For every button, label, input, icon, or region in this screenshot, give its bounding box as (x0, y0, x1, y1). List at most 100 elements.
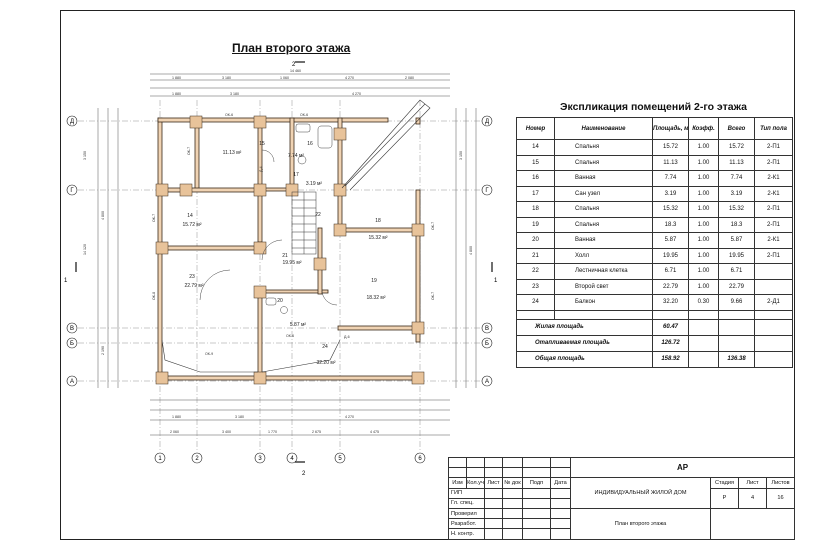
room-number: 14 (187, 213, 193, 219)
cell-floor (754, 263, 793, 280)
cell-coef: 1.00 (688, 247, 719, 264)
section-label: 2 (302, 471, 306, 477)
window-tag: ОК-6 (286, 334, 294, 338)
column-header: Всего (718, 117, 755, 140)
cell-name: Спальня (554, 139, 653, 156)
section-marks (75, 61, 493, 463)
dim-text: 1 880 (172, 76, 181, 80)
axis-bubble (66, 375, 78, 387)
section-label: 1 (494, 278, 498, 284)
total-row: Общая площадь 158.92 136.38 (516, 350, 793, 368)
dim-text: 1 060 (280, 76, 289, 80)
room-number: 17 (293, 172, 299, 178)
dim-text: 3 180 (222, 76, 231, 80)
cell-name: Ванная (554, 232, 653, 249)
table-row: 15 Спальня 11.13 1.00 11.13 2-П1 (516, 154, 793, 171)
cell-area: 15.72 (652, 139, 689, 156)
title-block: АР Изм Кол.уч Лист № док Подп Дата ИНДИВ… (448, 456, 795, 540)
cell-name: Второй свет (554, 278, 653, 295)
dim-text: 3 400 (222, 430, 231, 434)
axis-label: 4 (290, 456, 294, 462)
room-number-labels: 15 14 18 19 23 21 22 16 20 24 17 (187, 141, 381, 350)
axis-bubble (481, 115, 493, 127)
cell-total: 15.32 (718, 201, 755, 218)
cell-total: 9.66 (718, 294, 755, 311)
cell-area: 22.79 (652, 278, 689, 295)
stamp-role: Разработ. (448, 518, 485, 530)
axis-label: Г (70, 188, 74, 194)
cell-number: 18 (516, 201, 555, 218)
axis-bubble (154, 452, 166, 464)
cell-name: Сан узел (554, 185, 653, 202)
cell-floor: 2-П1 (754, 216, 793, 233)
room-number: 23 (189, 274, 195, 280)
column-header: Номер (516, 117, 555, 140)
dim-text: 2 080 (405, 76, 414, 80)
room-area: 19.95 м² (282, 260, 301, 266)
column-header: Площадь, м² (652, 117, 689, 140)
door-swings (199, 149, 338, 306)
explication-table: Номер Наименование Площадь, м² Коэфф. Вс… (516, 117, 793, 368)
stamp-sheet-title: План второго этажа (570, 507, 711, 540)
stamp-column-headers: Изм Кол.уч Лист № док Подп Дата ИНДИВИДУ… (448, 477, 795, 509)
window-tag: ОК-6 (225, 113, 233, 117)
window-tag: ОК-7 (431, 222, 435, 230)
cell-floor: 2-П1 (754, 154, 793, 171)
table-row: 20 Ванная 5.87 1.00 5.87 2-К1 (516, 232, 793, 249)
table-row: 14 Спальня 15.72 1.00 15.72 2-П1 (516, 139, 793, 156)
table-row: 23 Второй свет 22.79 1.00 22.79 (516, 278, 793, 295)
axis-letter-labels: Д Г В Б А Д Г В Б А (70, 119, 489, 385)
cell-coef: 1.00 (688, 139, 719, 156)
cell-area: 7.74 (652, 170, 689, 187)
window-tag: ОК-9 (205, 352, 213, 356)
room-number: 16 (307, 141, 313, 147)
stamp-header: Лист (484, 477, 503, 489)
room-area-labels: 15.72 м² 11.13 м² 7.74 м² 3.19 м² 15.32 … (182, 150, 387, 366)
stamp-role: ГИП (448, 487, 485, 499)
axis-label: Д (485, 119, 489, 125)
cell-name: Холл (554, 247, 653, 264)
cell-number: 20 (516, 232, 555, 249)
cell-name: Спальня (554, 154, 653, 171)
axis-bubble (286, 452, 298, 464)
bottom-dimension-texts: 2 060 3 400 1 770 2 675 4 475 1 880 3 18… (170, 415, 379, 434)
window-tag: Д-4 (259, 166, 263, 172)
cell-number: 19 (516, 216, 555, 233)
total-sum (718, 318, 755, 336)
section-label: 2 (292, 62, 296, 68)
axis-number-labels: 1 2 3 4 5 6 (158, 456, 422, 462)
axis-label: Д (70, 119, 74, 125)
second-light-void (341, 99, 431, 191)
dim-text: 4 475 (370, 430, 379, 434)
cell-floor (754, 278, 793, 295)
room-area: 18.32 м² (366, 295, 385, 301)
cell-floor: 2-К1 (754, 232, 793, 249)
top-dimension-texts: 1 880 3 180 1 060 4 270 2 080 14 460 1 8… (172, 69, 414, 96)
section-label: 1 (64, 278, 68, 284)
room-number: 24 (322, 344, 328, 350)
axis-label: Б (485, 341, 489, 347)
log-ends (155, 115, 425, 385)
total-row: Отапливаемая площадь 126.72 (516, 334, 793, 352)
dim-text: 2 190 (101, 346, 105, 355)
room-area: 11.13 м² (223, 150, 242, 156)
stamp-header: Подп (522, 477, 551, 489)
axis-label: Г (485, 188, 489, 194)
column-header: Коэфф. (688, 117, 719, 140)
cell-coef: 1.00 (688, 154, 719, 171)
cell-total: 18.3 (718, 216, 755, 233)
cell-floor: 2-К1 (754, 185, 793, 202)
stamp-project: ИНДИВИДУАЛЬНЫЙ ЖИЛОЙ ДОМ (570, 477, 711, 509)
table-row: 17 Сан узел 3.19 1.00 3.19 2-К1 (516, 185, 793, 202)
drawing-frame (60, 10, 795, 540)
column-header: Наименование (554, 117, 653, 140)
total-row: Жилая площадь 60.47 (516, 318, 793, 336)
cell-coef: 1.00 (688, 170, 719, 187)
cell-total: 19.95 (718, 247, 755, 264)
cell-total: 15.72 (718, 139, 755, 156)
axis-bubble (414, 452, 426, 464)
axis-bubble (66, 184, 78, 196)
axis-bubble (254, 452, 266, 464)
dim-text: 1 880 (172, 92, 181, 96)
dim-text: 2 060 (170, 430, 179, 434)
